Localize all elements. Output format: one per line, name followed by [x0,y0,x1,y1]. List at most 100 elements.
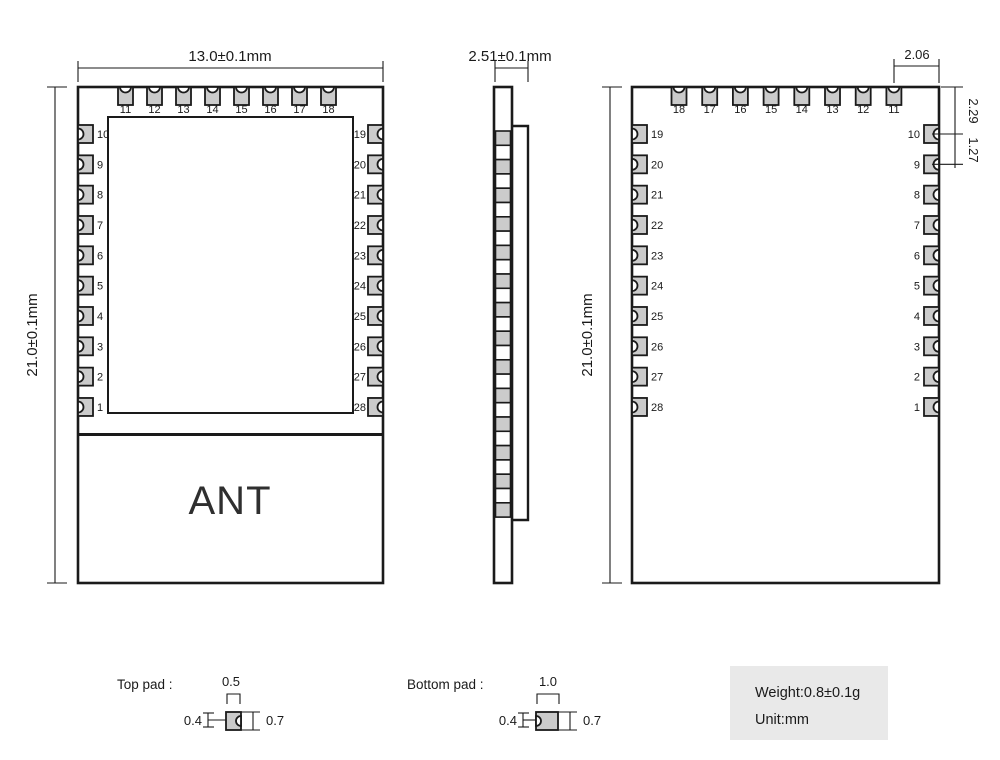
info-box: Weight:0.8±0.1g Unit:mm [730,666,888,740]
dim-thickness [494,61,529,82]
pin-label: 21 [651,190,663,202]
dim-right-vertical [932,86,963,168]
pad-notch [77,127,85,141]
side-castellation-cell [494,216,512,232]
dim-height-21mm [47,86,67,584]
pad-notch [77,309,85,323]
antenna-label: ANT [189,479,272,523]
pin-label: 19 [354,129,366,141]
pad-notch [77,157,85,171]
pin-label: 6 [914,250,920,262]
pad-notch [235,86,248,94]
pin-label: 8 [97,190,103,202]
pin-label: 5 [97,281,103,293]
pad-notch [77,339,85,353]
pin-label: 24 [354,281,366,293]
pin-label: 15 [765,104,777,116]
pad-notch [376,127,384,141]
pad-notch [77,218,85,232]
pin-label: 17 [704,104,716,116]
pin-label: 22 [354,220,366,232]
pin-label: 25 [354,311,366,323]
pin-label: 13 [177,104,189,116]
pin-label: 5 [914,281,920,293]
pin-label: 4 [97,311,103,323]
pad-notch [376,218,384,232]
pin-label: 7 [97,220,103,232]
side-castellation-cell [494,230,512,247]
dim-height-21mm-right [602,86,622,584]
info-box-background [730,666,888,740]
module-outline [76,85,385,585]
pad-notch [631,279,639,293]
top-pad-width-bracket [226,693,241,704]
pad-notch [376,279,384,293]
pad-notch [376,309,384,323]
pad-notch [932,339,940,353]
pin-label: 25 [651,311,663,323]
shield-side-outline [512,124,530,522]
pin-label: 14 [206,104,218,116]
side-castellation-cells [494,130,512,518]
bottom-pad-detail: Bottom pad : 1.0 0.4 0.7 [407,674,601,731]
dim-2-06 [893,59,940,83]
pad-notch [856,86,870,94]
pin-label: 23 [651,250,663,262]
pin-label: 7 [914,220,920,232]
bottom-pad-label: Bottom pad : [407,677,484,692]
pad-notch [264,86,277,94]
pin-label: 3 [914,341,920,353]
top-pad-right-dim-text: 0.7 [266,713,284,728]
pad-notch [206,86,219,94]
side-castellation-cell [494,401,512,418]
side-castellation-cell [494,301,512,318]
pin-label: 21 [354,190,366,202]
pad-notch [631,370,639,384]
side-castellation-cell [494,187,512,204]
side-castellation-cell [494,158,512,175]
side-castellation-cell [494,144,512,161]
pad-notch [376,188,384,202]
dim-thickness-text: 2.51±0.1mm [468,48,551,65]
shield-area-outline [107,116,354,414]
pin-label: 24 [651,281,663,293]
side-castellation-cell [494,201,512,218]
pin-label: 28 [354,402,366,414]
pin-label: 2 [97,372,103,384]
side-castellation-cell [494,416,512,433]
top-pad-right-bracket [241,711,260,731]
pin-label: 1 [97,402,103,414]
side-castellation-cell [494,130,512,147]
pin-label: 13 [826,104,838,116]
pad-notch [932,218,940,232]
side-castellation-cell [494,444,512,461]
pad-notch [703,86,717,94]
pad-notch [631,309,639,323]
side-castellation-cell [494,387,512,404]
pin-label: 9 [914,159,920,171]
side-castellation-cell [494,501,512,518]
pin-label: 12 [148,104,160,116]
top-pad-label: Top pad : [117,677,173,692]
pin-label: 4 [914,311,920,323]
pad-notch [932,309,940,323]
pad-notch [631,248,639,262]
pin-label: 16 [264,104,276,116]
pad-notch [77,279,85,293]
weight-text: Weight:0.8±0.1g [755,685,860,701]
pin-label: 27 [651,372,663,384]
pad-notch [764,86,778,94]
pin-label: 23 [354,250,366,262]
pin-label: 20 [651,159,663,171]
pad-notch [631,400,639,414]
bottom-pad-notch [535,715,542,727]
pad-notch [376,248,384,262]
top-pad-left-dim-text: 0.4 [184,713,202,728]
pad-notch [77,400,85,414]
pad-notch [733,86,747,94]
top-pad-detail: Top pad : 0.5 0.4 0.7 [117,674,284,731]
side-castellation-cell [494,487,512,504]
bottom-pad-left-bracket [518,712,536,728]
